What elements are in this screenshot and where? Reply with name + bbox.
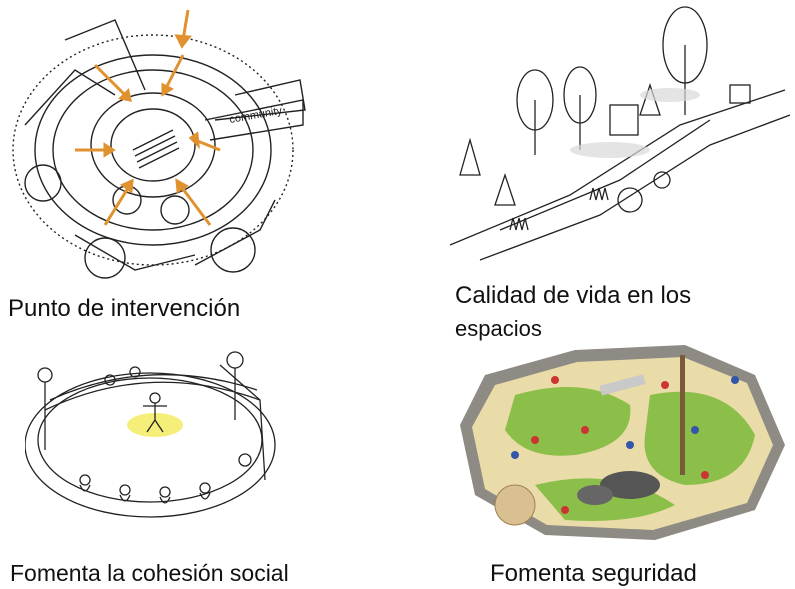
intervention-diagram-image: community bbox=[5, 0, 310, 285]
amphitheater-image bbox=[25, 340, 280, 540]
caption-safety: Fomenta seguridad bbox=[490, 560, 697, 587]
caption-intervention-point: Punto de intervención bbox=[8, 295, 241, 322]
amphitheater-plaza-sketch-icon bbox=[25, 351, 276, 518]
caption-quality-of-life-line2: espacios bbox=[455, 316, 542, 341]
playground-image bbox=[455, 335, 790, 555]
radial-intervention-diagram-sketch-icon: community bbox=[12, 9, 306, 279]
community-label: community bbox=[228, 105, 283, 126]
caption-quality-of-life-line1: Calidad de vida en los bbox=[455, 282, 692, 309]
linear-park-image bbox=[440, 5, 790, 270]
playground-rendering-icon bbox=[460, 345, 785, 540]
linear-park-sketch-icon bbox=[449, 6, 790, 261]
caption-social-cohesion: Fomenta la cohesión social bbox=[10, 560, 289, 586]
